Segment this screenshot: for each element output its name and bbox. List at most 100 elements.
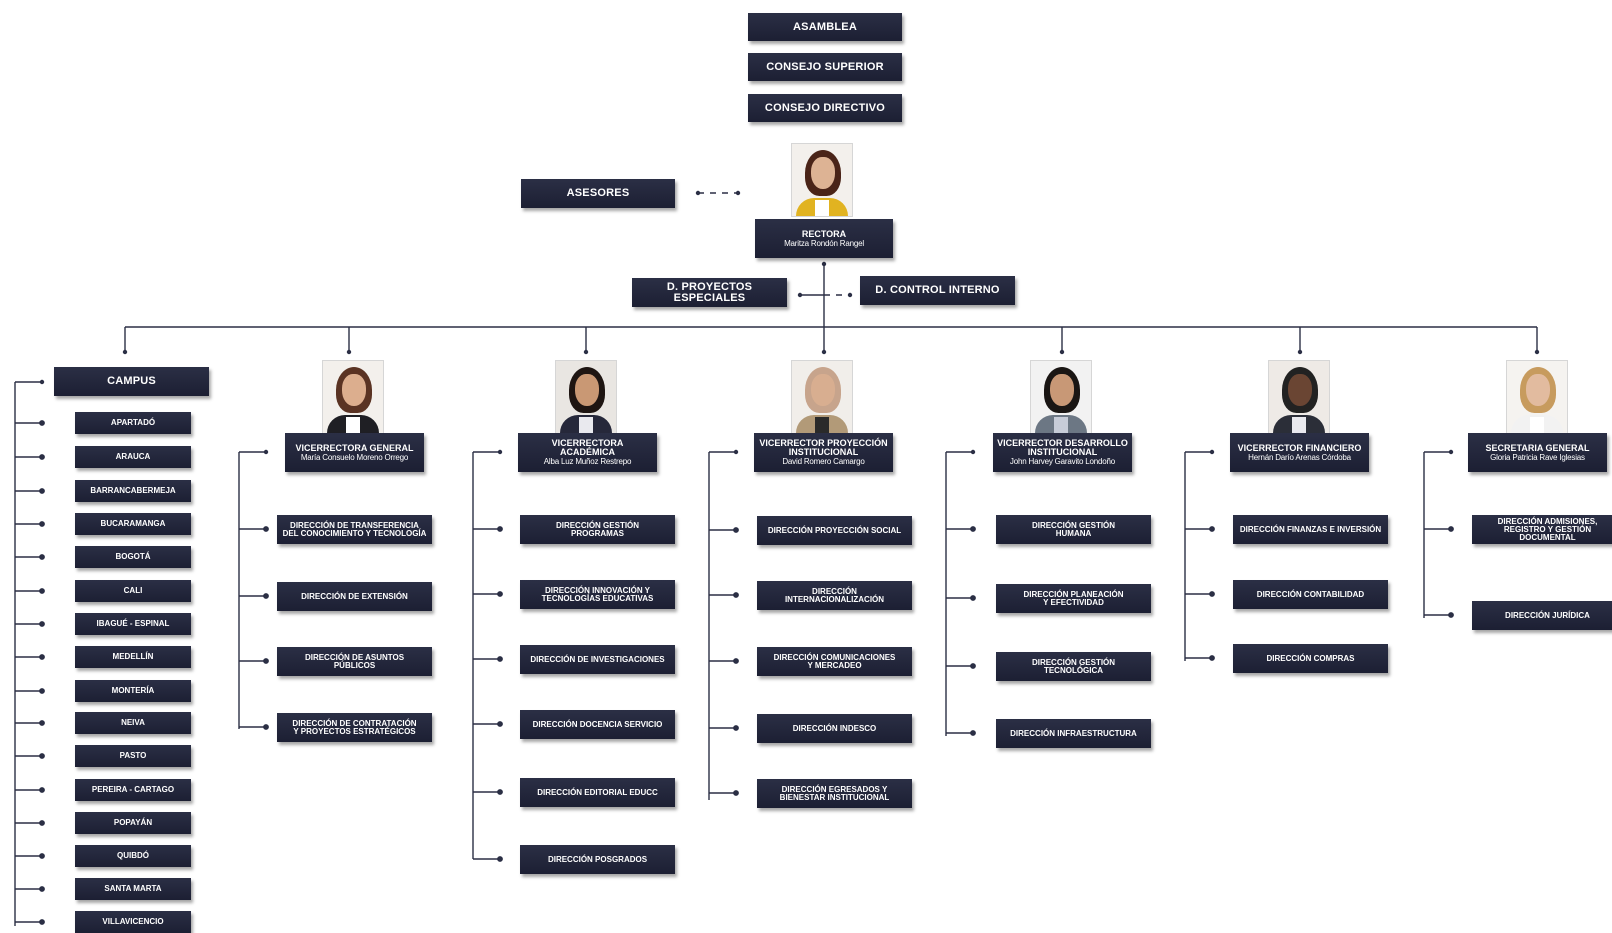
- campus-item: APARTADÓ: [75, 412, 191, 434]
- direction-label: DIRECCIÓN DOCENCIA SERVICIO: [532, 719, 663, 729]
- face-shape: [1288, 374, 1312, 406]
- campus-item-label: BOGOTÁ: [115, 552, 151, 561]
- collar-shape: [579, 417, 593, 433]
- campus-item-label: IBAGUÉ - ESPINAL: [96, 619, 170, 628]
- connector-dot: [39, 753, 45, 759]
- campus-item: SANTA MARTA: [75, 878, 191, 900]
- collar-shape: [815, 417, 829, 433]
- campus-title: CAMPUS: [107, 375, 156, 387]
- asesores-label: ASESORES: [566, 187, 630, 199]
- direction-box: DIRECCIÓN INTERNACIONALIZACIÓN: [757, 581, 912, 610]
- direction-box: DIRECCIÓN CONTABILIDAD: [1233, 580, 1388, 609]
- collar-shape: [346, 417, 360, 433]
- campus-item: ARAUCA: [75, 446, 191, 468]
- direction-box: DIRECCIÓN POSGRADOS: [520, 845, 675, 874]
- connector-dot: [497, 721, 503, 727]
- direction-label: DIRECCIÓN INTERNACIONALIZACIÓN: [784, 586, 885, 604]
- direction-box: DIRECCIÓN EDITORIAL EDUCC: [520, 778, 675, 807]
- campus-item-label: SANTA MARTA: [104, 884, 162, 893]
- vicerrector-name: María Consuelo Moreno Orrego: [300, 452, 409, 462]
- connector-dot: [497, 591, 503, 597]
- rectora-name: Maritza Rondón Rangel: [784, 238, 864, 248]
- campus-item: POPAYÁN: [75, 812, 191, 834]
- campus-item-label: BARRANCABERMEJA: [90, 486, 176, 495]
- connector-dot: [39, 654, 45, 660]
- connector-dot: [263, 526, 269, 532]
- connector-dot: [39, 588, 45, 594]
- collar-shape: [1530, 417, 1544, 433]
- face-shape: [811, 374, 835, 406]
- vicerrector-name: Hernán Darío Arenas Córdoba: [1248, 452, 1351, 462]
- direction-label: DIRECCIÓN CONTABILIDAD: [1256, 589, 1365, 599]
- connector-dot: [970, 663, 976, 669]
- connector-dot: [1209, 655, 1215, 661]
- direction-label: DIRECCIÓN EGRESADOS Y BIENESTAR INSTITUC…: [779, 784, 890, 802]
- direction-box: DIRECCIÓN PLANEACIÓN Y EFECTIVIDAD: [996, 584, 1151, 613]
- direction-label: DIRECCIÓN FINANZAS E INVERSIÓN: [1239, 524, 1382, 534]
- direction-box: DIRECCIÓN DE ASUNTOS PÚBLICOS: [277, 647, 432, 676]
- campus-item: PEREIRA - CARTAGO: [75, 779, 191, 801]
- direction-label: DIRECCIÓN GESTIÓN HUMANA: [1031, 520, 1116, 538]
- direction-label: DIRECCIÓN DE TRANSFERENCIA DEL CONOCIMIE…: [282, 520, 427, 538]
- campus-item-label: ARAUCA: [115, 452, 151, 461]
- connector-dot: [39, 488, 45, 494]
- connector-dot: [39, 787, 45, 793]
- vicerrector-name: David Romero Camargo: [782, 457, 865, 466]
- direction-box: DIRECCIÓN COMUNICACIONES Y MERCADEO: [757, 647, 912, 676]
- direction-box: DIRECCIÓN DOCENCIA SERVICIO: [520, 710, 675, 739]
- direction-box: DIRECCIÓN INNOVACIÓN Y TECNOLOGÍAS EDUCA…: [520, 580, 675, 609]
- connector-dot: [733, 658, 739, 664]
- direction-box: DIRECCIÓN DE TRANSFERENCIA DEL CONOCIMIE…: [277, 515, 432, 544]
- campus-item-label: PASTO: [119, 751, 147, 760]
- direction-box: DIRECCIÓN EGRESADOS Y BIENESTAR INSTITUC…: [757, 779, 912, 808]
- connector-dot: [497, 856, 503, 862]
- direction-label: DIRECCIÓN POSGRADOS: [547, 854, 648, 864]
- direction-box: DIRECCIÓN GESTIÓN PROGRAMAS: [520, 515, 675, 544]
- connector-dot: [733, 725, 739, 731]
- connector-dot: [970, 595, 976, 601]
- campus-item-label: PEREIRA - CARTAGO: [91, 785, 175, 794]
- campus-item: MONTERÍA: [75, 680, 191, 702]
- campus-item-label: QUIBDÓ: [117, 851, 149, 860]
- direction-label: DIRECCIÓN PROYECCIÓN SOCIAL: [767, 525, 902, 535]
- vicerrector-name: Alba Luz Muñoz Restrepo: [543, 457, 632, 466]
- direction-label: DIRECCIÓN INNOVACIÓN Y TECNOLOGÍAS EDUCA…: [541, 585, 654, 603]
- connector-dot: [1448, 526, 1454, 532]
- vicerrector-title: VICERRECTORA ACADÉMICA: [551, 438, 624, 457]
- direction-box: DIRECCIÓN COMPRAS: [1233, 644, 1388, 673]
- direction-box: DIRECCIÓN INFRAESTRUCTURA: [996, 719, 1151, 748]
- direction-box: DIRECCIÓN ADMISIONES, REGISTRO Y GESTIÓN…: [1472, 515, 1612, 544]
- rectora-photo: [791, 143, 853, 217]
- campus-item: VILLAVICENCIO: [75, 911, 191, 933]
- connector-dot: [1448, 612, 1454, 618]
- control-interno-box: D. CONTROL INTERNO: [860, 276, 1015, 305]
- consejo-directivo-label: CONSEJO DIRECTIVO: [764, 101, 886, 114]
- asamblea-label: ASAMBLEA: [793, 20, 857, 33]
- face-shape: [1050, 374, 1074, 406]
- campus-item: CALI: [75, 580, 191, 602]
- consejo-directivo-box: CONSEJO DIRECTIVO: [748, 94, 902, 122]
- campus-item: BARRANCABERMEJA: [75, 480, 191, 502]
- connector-dot: [39, 554, 45, 560]
- connector-dot: [263, 658, 269, 664]
- proyectos-especiales-box: D. PROYECTOS ESPECIALES: [632, 278, 787, 307]
- campus-item-label: MONTERÍA: [111, 686, 155, 695]
- direction-label: DIRECCIÓN GESTIÓN TECNOLÓGICA: [1031, 657, 1116, 675]
- direction-label: DIRECCIÓN JURÍDICA: [1505, 610, 1590, 620]
- direction-box: DIRECCIÓN INDESCO: [757, 714, 912, 743]
- connector-dot: [263, 593, 269, 599]
- face-shape: [1526, 374, 1550, 406]
- campus-item-label: NEIVA: [121, 718, 145, 727]
- collar-shape: [1054, 417, 1068, 433]
- consejo-superior-label: CONSEJO SUPERIOR: [766, 60, 884, 73]
- connector-dot: [263, 724, 269, 730]
- face-shape: [342, 374, 366, 406]
- connector-dot: [1209, 526, 1215, 532]
- proyectos-especiales-label: D. PROYECTOS ESPECIALES: [666, 280, 753, 304]
- connector-dot: [39, 688, 45, 694]
- connector-dot: [39, 420, 45, 426]
